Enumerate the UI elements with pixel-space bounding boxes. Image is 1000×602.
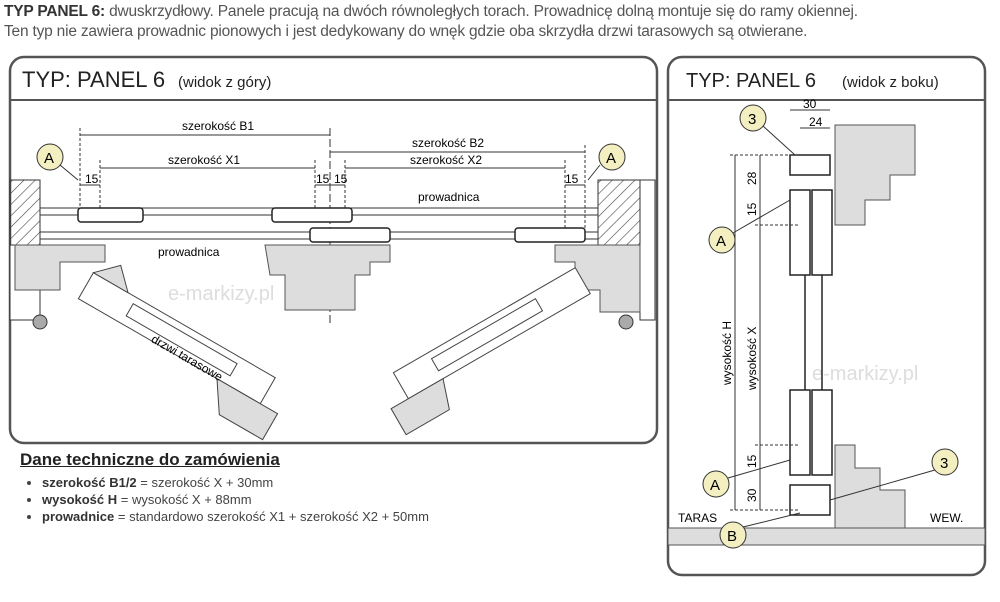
dim-24: 24 <box>809 115 823 129</box>
intro-lead: TYP PANEL 6: <box>4 3 105 20</box>
floor <box>667 527 986 546</box>
profiles <box>77 207 586 243</box>
dim-b2: szerokość B2 <box>412 136 484 150</box>
dim-30: 30 <box>745 488 759 502</box>
top-view-panel: TYP: PANEL 6 (widok z góry) e-markizy.pl… <box>8 55 659 445</box>
terrace-door-left <box>77 264 279 441</box>
top-view-subtitle: (widok z góry) <box>178 74 271 91</box>
svg-text:A: A <box>606 150 616 167</box>
dim-b1: szerokość B1 <box>182 119 254 133</box>
taras-label: TARAS <box>678 511 717 525</box>
wall-right <box>597 179 641 246</box>
marker-a: A <box>36 143 79 181</box>
watermark: e-markizy.pl <box>812 363 918 385</box>
guide-label: prowadnica <box>158 245 220 259</box>
wew-label: WEW. <box>930 511 963 525</box>
marker-a: A <box>587 143 626 181</box>
intro-line1: dwuskrzydłowy. Panele pracują na dwóch r… <box>104 3 858 20</box>
window-frames <box>14 244 641 313</box>
wall-left <box>9 179 41 246</box>
marker-b: B <box>719 512 801 549</box>
svg-text:A: A <box>716 233 726 250</box>
dim-15: 15 <box>745 454 759 468</box>
panel-profiles <box>789 154 833 516</box>
side-view-subtitle: (widok z boku) <box>842 74 939 91</box>
dim-15: 15 <box>565 172 579 186</box>
dim-x1: szerokość X1 <box>168 153 240 167</box>
spec-heading: Dane techniczne do zamówienia <box>20 450 280 469</box>
order-spec: Dane techniczne do zamówienia szerokość … <box>20 450 429 525</box>
svg-text:A: A <box>44 150 54 167</box>
watermark: e-markizy.pl <box>168 283 274 305</box>
marker-a: A <box>708 199 791 254</box>
dim-x2: szerokość X2 <box>410 153 482 167</box>
svg-text:A: A <box>710 477 720 494</box>
intro-text: TYP PANEL 6: dwuskrzydłowy. Panele pracu… <box>4 2 858 42</box>
dim-15: 15 <box>85 172 99 186</box>
terrace-door-right <box>390 266 591 436</box>
top-view-title: TYP: PANEL 6 <box>22 67 165 92</box>
dim-28: 28 <box>745 171 759 185</box>
marker-3: 3 <box>829 448 959 501</box>
svg-text:3: 3 <box>748 111 756 128</box>
svg-text:B: B <box>727 528 737 545</box>
dimension-lines <box>79 128 586 325</box>
side-view-panel: TYP: PANEL 6 (widok z boku) e-markizy.pl… <box>666 55 987 577</box>
dim-15: 15 <box>316 172 330 186</box>
side-view-title: TYP: PANEL 6 <box>686 70 816 92</box>
dim-30: 30 <box>803 97 817 111</box>
svg-text:3: 3 <box>940 455 948 472</box>
guide-label: prowadnica <box>418 190 480 204</box>
spec-item: prowadnice = standardowo szerokość X1 + … <box>42 508 429 525</box>
spec-item: szerokość B1/2 = szerokość X + 30mm <box>42 474 429 491</box>
lintel <box>834 124 916 226</box>
spec-item: wysokość H = wysokość X + 88mm <box>42 491 429 508</box>
side-dimension-lines <box>730 109 830 511</box>
marker-3: 3 <box>739 104 796 156</box>
dim-15: 15 <box>745 202 759 216</box>
dim-15: 15 <box>334 172 348 186</box>
height-h: wysokość H <box>720 321 734 386</box>
marker-a: A <box>702 459 791 498</box>
height-x: wysokość X <box>745 327 759 391</box>
intro-line2: Ten typ nie zawiera prowadnic pionowych … <box>4 23 808 40</box>
